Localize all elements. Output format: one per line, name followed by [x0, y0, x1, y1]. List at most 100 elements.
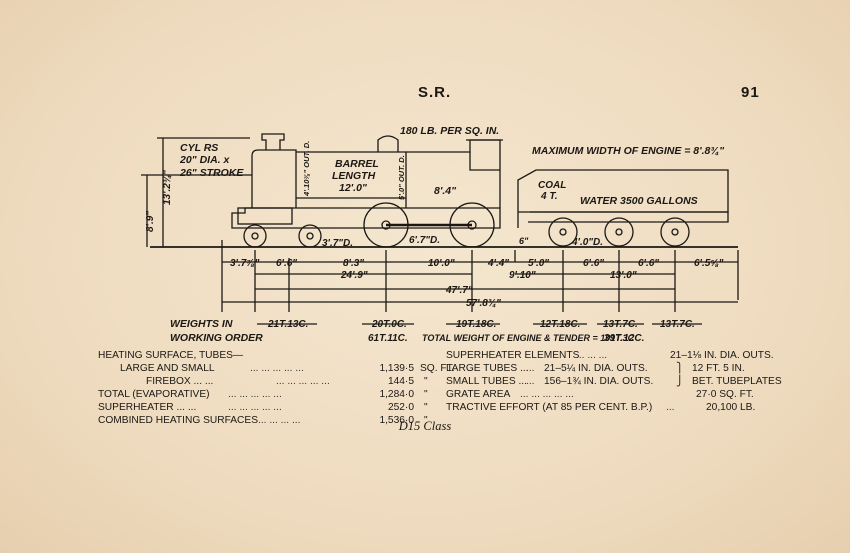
spec-row: HEATING SURFACE, TUBES— — [98, 349, 455, 362]
spec-value: 27·0 SQ. FT. — [696, 389, 754, 400]
dim-engine-tender-gap: 9'.10" — [509, 270, 536, 281]
spec-value: 1,139·5 — [379, 363, 414, 374]
section-heading: S.R. — [418, 84, 452, 101]
total-weight: TOTAL WEIGHT OF ENGINE & TENDER = 101T.3… — [422, 333, 635, 343]
weight-bogie: 21T.13C. — [267, 319, 308, 330]
weight-tender-axle-3: 13T.7C. — [660, 319, 695, 330]
spec-row: TOTAL (EVAPORATIVE) ... ... ... ... ... … — [98, 388, 455, 401]
chimney — [261, 133, 285, 150]
boiler-pressure: 180 LB. PER SQ. IN. — [400, 125, 499, 137]
gap-dimension: 6" — [519, 236, 529, 246]
spec-label: TOTAL (EVAPORATIVE) — [98, 389, 210, 400]
bogie-wheel-rear — [298, 224, 322, 248]
spec-value: 20,100 LB. — [706, 402, 756, 413]
spec-leader: ... — [666, 402, 675, 413]
cylinders-stroke: 26" STROKE — [179, 167, 244, 179]
spec-row: FIREBOX ... ... ... ... ... ... ... 144·… — [98, 375, 455, 388]
bogie-wheel-front — [243, 224, 267, 248]
spec-extra: BET. TUBEPLATES — [692, 376, 782, 387]
barrel-label: BARREL — [335, 158, 379, 170]
spec-leader: ... ... ... ... — [258, 415, 301, 426]
spec-row: TRACTIVE EFFORT (AT 85 PER CENT. B.P.) .… — [446, 401, 782, 414]
tender-water: WATER 3500 GALLONS — [580, 195, 698, 207]
working-order-label: WORKING ORDER — [170, 332, 263, 344]
spec-leader: ... ... ... — [576, 350, 608, 361]
spec-unit: SQ. FT. — [420, 363, 455, 374]
dim-bogie-overhang: 3'.7⅞" — [230, 258, 260, 269]
dim-tender-rear: 6'.5⅝" — [694, 258, 724, 269]
page-number: 91 — [741, 84, 760, 101]
spec-leader: ... ... ... ... ... — [228, 402, 282, 413]
brace-bottom: ⎭ — [676, 376, 684, 387]
weight-tender-axle-1: 12T.18C. — [540, 319, 580, 330]
spec-leader: ... ... ... ... ... — [228, 389, 282, 400]
weight-leading-driver: 20T.0C. — [371, 319, 407, 330]
spec-unit: " — [424, 402, 428, 413]
firebox-cab — [406, 139, 501, 208]
tender-weight: 39T.12C. — [604, 333, 644, 344]
spec-value: 156–1¾ IN. DIA. OUTS. — [544, 376, 654, 387]
spec-label: TRACTIVE EFFORT (AT 85 PER CENT. B.P.) — [446, 402, 653, 413]
spec-value: 144·5 — [387, 376, 414, 387]
spec-table-left: HEATING SURFACE, TUBES— LARGE AND SMALL … — [98, 349, 455, 427]
spec-row: SUPERHEATER ELEMENTS ... ... ... 21–1⅛ I… — [446, 349, 782, 362]
dim-tender-wheelbase-2: 6'.6" — [638, 258, 659, 269]
tender-wheel-3 — [660, 217, 690, 247]
spec-row: SMALL TUBES ... ... 156–1¾ IN. DIA. OUTS… — [446, 375, 782, 388]
cylinders-dia: 20" DIA. x — [179, 154, 230, 166]
spec-value: 21–5¼ IN. DIA. OUTS. — [544, 363, 648, 374]
tender-coal-label: COAL — [538, 180, 566, 191]
weights-label: WEIGHTS IN — [170, 318, 233, 330]
overall-height: 13'.2¾" — [162, 170, 173, 205]
spec-row: COMBINED HEATING SURFACES ... ... ... ..… — [98, 414, 455, 427]
spec-label: SUPERHEATER ELEMENTS — [446, 350, 580, 361]
tender-wheel-2 — [604, 217, 634, 247]
dim-driver-to-tender: 4'.4" — [487, 258, 509, 269]
spec-label: GRATE AREA — [446, 389, 511, 400]
barrel-length-value: 12'.0" — [339, 182, 368, 194]
spec-leader: ... ... ... ... ... — [250, 363, 304, 374]
dim-tender-front: 5'.0" — [528, 258, 549, 269]
brace-top: ⎫ — [676, 363, 684, 374]
tender-coal-value: 4 T. — [540, 191, 557, 202]
spec-label: SUPERHEATER ... ... — [98, 402, 197, 413]
max-width-label: MAXIMUM WIDTH OF ENGINE = 8'.8¾" — [532, 145, 725, 157]
barrel-length-label: LENGTH — [332, 170, 376, 182]
tender-wheel-1 — [548, 217, 578, 247]
spec-leader: ... — [526, 376, 535, 387]
spec-table-right: SUPERHEATER ELEMENTS ... ... ... 21–1⅛ I… — [446, 349, 782, 414]
cylinder — [237, 207, 293, 225]
driving-wheel-dia: 6'.7"D. — [409, 235, 440, 246]
dim-engine-wheelbase: 24'.9" — [340, 270, 368, 281]
tender-wheel-dia: 4'.0"D. — [571, 237, 603, 248]
dim-total-wheelbase: 47'.7" — [445, 285, 473, 296]
spec-extra: 12 FT. 5 IN. — [692, 363, 745, 374]
dim-tender-wheelbase-1: 6'.6" — [583, 258, 604, 269]
boiler-height: 8'.9" — [145, 211, 156, 232]
spec-leader: ... — [526, 363, 535, 374]
boiler-diameter-front: 4'.10⅞" OUT. D. — [302, 141, 311, 197]
smokebox — [251, 149, 297, 208]
firebox-length: 8'.4" — [434, 185, 457, 197]
spec-row: SUPERHEATER ... ... ... ... ... ... ... … — [98, 401, 455, 414]
dim-driver-wheelbase: 10'.0" — [428, 258, 455, 269]
spec-unit: " — [424, 415, 428, 426]
spec-value: 21–1⅛ IN. DIA. OUTS. — [670, 350, 774, 361]
spec-label: HEATING SURFACE, TUBES— — [98, 350, 244, 361]
spec-value: 1,284·0 — [379, 389, 414, 400]
dim-overall-length: 57'.8¾" — [466, 298, 501, 309]
spec-row: LARGE TUBES ... ... 21–5¼ IN. DIA. OUTS.… — [446, 362, 782, 375]
engine-weight: 61T.11C. — [368, 333, 408, 344]
dim-bogie-wheelbase: 6'.6" — [276, 258, 297, 269]
bogie-wheel-dia: 3'.7"D. — [322, 238, 353, 249]
dim-bogie-to-driver: 8'.3" — [343, 258, 364, 269]
spec-leader: ... ... ... ... ... — [520, 389, 574, 400]
weight-tender-axle-2: 13T.7C. — [603, 319, 638, 330]
spec-unit: " — [424, 376, 428, 387]
spec-label: LARGE TUBES ... — [446, 363, 529, 374]
spec-row: LARGE AND SMALL ... ... ... ... ... 1,13… — [98, 362, 455, 375]
spec-label: SMALL TUBES ... — [446, 376, 527, 387]
spec-value: 252·0 — [387, 402, 414, 413]
